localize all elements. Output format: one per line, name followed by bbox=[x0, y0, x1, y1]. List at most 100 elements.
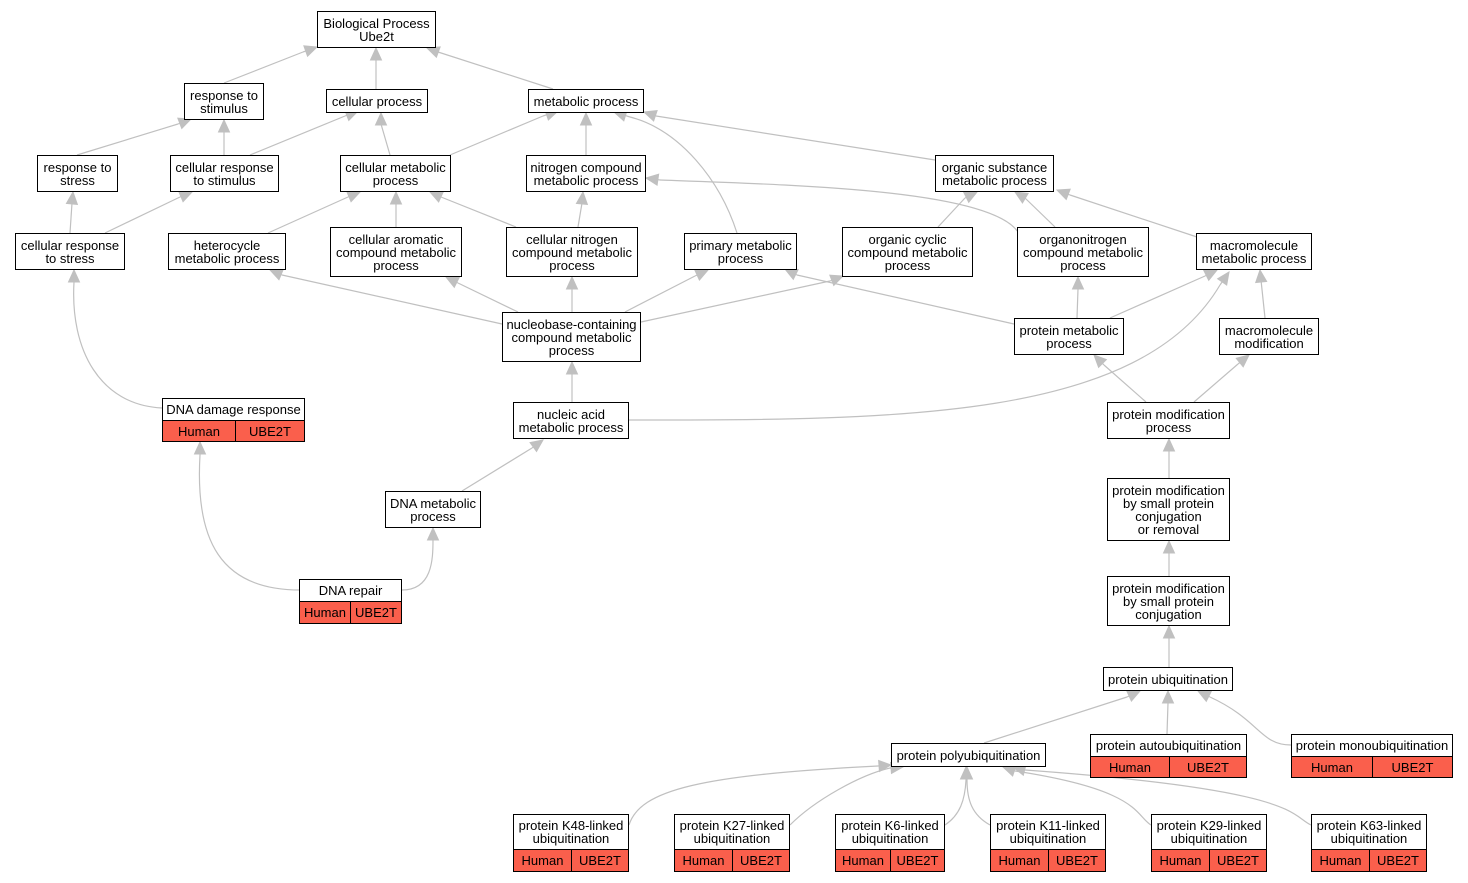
node-organic-cyclic-compound-metabolic-process[interactable]: organic cyclic compound metabolic proces… bbox=[842, 227, 973, 277]
species-cell: Human bbox=[1151, 849, 1210, 872]
gene-cell: UBE2T bbox=[1169, 756, 1247, 778]
edge-line bbox=[267, 196, 349, 234]
node-cellular-nitrogen-compound-metabolic-process[interactable]: cellular nitrogen compound metabolic pro… bbox=[506, 227, 638, 277]
node-biological-process[interactable]: Biological Process Ube2t bbox=[317, 11, 436, 48]
gene-cell: UBE2T bbox=[1372, 756, 1453, 778]
edge-line bbox=[640, 280, 831, 323]
edge-arrowhead bbox=[193, 440, 207, 455]
gene-cell: UBE2T bbox=[571, 849, 629, 872]
edge-line bbox=[944, 779, 967, 826]
edge-arrowhead bbox=[1071, 275, 1085, 290]
node-protein-mod-small-conj[interactable]: protein modification by small protein co… bbox=[1107, 576, 1230, 626]
edge-arrowhead bbox=[1162, 624, 1176, 639]
edge-line bbox=[281, 274, 503, 325]
edge-arrowhead bbox=[579, 111, 593, 126]
node-title-line2: Ube2t bbox=[359, 28, 394, 44]
node-protein-modification-process[interactable]: protein modification process bbox=[1107, 402, 1230, 439]
edge-arrowhead bbox=[644, 173, 660, 186]
node-protein-k48-linked-ubiquitination[interactable]: protein K48-linked ubiquitination Human … bbox=[513, 814, 629, 872]
node-primary-metabolic-process[interactable]: primary metabolic process bbox=[684, 233, 797, 270]
node-response-to-stimulus[interactable]: response to stimulus bbox=[184, 83, 264, 120]
node-label: protein K11-linked ubiquitination bbox=[990, 814, 1106, 850]
node-heterocycle-metabolic-process[interactable]: heterocycle metabolic process bbox=[168, 233, 286, 270]
edge-line bbox=[937, 197, 966, 228]
node-protein-ubiquitination[interactable]: protein ubiquitination bbox=[1103, 667, 1233, 691]
edge-line bbox=[1166, 702, 1169, 735]
node-macromolecule-metabolic-process[interactable]: macromolecule metabolic process bbox=[1196, 233, 1312, 270]
edge-line-segment bbox=[1126, 695, 1130, 698]
edge-line-segment bbox=[542, 114, 547, 117]
edge-line bbox=[983, 696, 1128, 744]
edge-line-segment bbox=[829, 279, 833, 282]
edge-line-segment bbox=[177, 122, 181, 125]
node-protein-autoubiquitination[interactable]: protein autoubiquitination Human UBE2T bbox=[1090, 734, 1247, 778]
species-cell: Human bbox=[299, 601, 351, 624]
edge-line bbox=[223, 51, 304, 84]
edge-line bbox=[1069, 194, 1198, 238]
edge-line bbox=[628, 765, 879, 826]
node-cellular-metabolic-process[interactable]: cellular metabolic process bbox=[340, 155, 451, 192]
edge-arrowhead bbox=[65, 190, 79, 206]
edge-line-segment bbox=[964, 196, 967, 199]
species-cell: Human bbox=[1090, 756, 1170, 778]
edge-line bbox=[1076, 288, 1079, 319]
node-cellular-response-to-stimulus[interactable]: cellular response to stimulus bbox=[170, 155, 279, 192]
node-protein-metabolic-process[interactable]: protein metabolic process bbox=[1014, 318, 1124, 355]
edge-line bbox=[76, 123, 179, 156]
node-protein-mod-small-conj-or-removal[interactable]: protein modification by small protein co… bbox=[1107, 478, 1230, 541]
edge-line bbox=[1193, 363, 1239, 403]
edge-line bbox=[69, 202, 73, 234]
node-dna-damage-response[interactable]: DNA damage response Human UBE2T bbox=[162, 398, 305, 442]
node-organonitrogen-compound-metabolic-process[interactable]: organonitrogen compound metabolic proces… bbox=[1017, 227, 1149, 277]
node-macromolecule-modification[interactable]: macromolecule modification bbox=[1219, 318, 1319, 355]
node-cellular-aromatic-compound-metabolic-process[interactable]: cellular aromatic compound metabolic pro… bbox=[330, 227, 462, 277]
edge-line bbox=[1024, 769, 1312, 826]
node-protein-k6-linked-ubiquitination[interactable]: protein K6-linked ubiquitination Human U… bbox=[835, 814, 945, 872]
edge-line-segment bbox=[1208, 695, 1211, 698]
node-organic-substance-metabolic-process[interactable]: organic substance metabolic process bbox=[935, 155, 1054, 192]
edge-line-segment bbox=[1237, 362, 1241, 365]
edge-line bbox=[457, 282, 519, 313]
edge-arrowhead bbox=[1235, 354, 1250, 368]
edge-line bbox=[966, 779, 991, 826]
edge-line bbox=[437, 51, 554, 90]
node-protein-k11-linked-ubiquitination[interactable]: protein K11-linked ubiquitination Human … bbox=[990, 814, 1106, 872]
edge-arrowhead bbox=[428, 191, 444, 203]
edge-line bbox=[577, 202, 583, 228]
edge-line-segment bbox=[1067, 193, 1071, 196]
node-dna-repair[interactable]: DNA repair Human UBE2T bbox=[299, 579, 402, 624]
node-nitrogen-compound-metabolic-process[interactable]: nitrogen compound metabolic process bbox=[526, 155, 646, 192]
node-title-line1: Biological Process bbox=[323, 15, 430, 31]
node-response-to-stress[interactable]: response to stress bbox=[37, 155, 118, 192]
edge-line bbox=[796, 274, 1015, 325]
edge-line bbox=[655, 115, 936, 161]
node-nucleobase-containing-compound-metabolic-process[interactable]: nucleobase-containing compound metabolic… bbox=[502, 312, 641, 362]
node-protein-monoubiquitination[interactable]: protein monoubiquitination Human UBE2T bbox=[1291, 734, 1453, 778]
node-cellular-process[interactable]: cellular process bbox=[326, 89, 428, 113]
edge-arrowhead bbox=[1013, 191, 1029, 204]
node-dna-metabolic-process[interactable]: DNA metabolic process bbox=[385, 491, 481, 528]
node-label: protein K63-linked ubiquitination bbox=[1311, 814, 1427, 850]
node-metabolic-process[interactable]: metabolic process bbox=[528, 89, 644, 113]
species-cell: Human bbox=[1291, 756, 1373, 778]
node-label: DNA damage response bbox=[162, 398, 305, 421]
edge-line bbox=[629, 116, 738, 234]
edge-arrowhead bbox=[1161, 689, 1175, 704]
edge-arrowhead bbox=[1162, 437, 1176, 452]
gene-cell: UBE2T bbox=[1369, 849, 1427, 872]
edge-line-segment bbox=[625, 115, 631, 118]
gene-cell: UBE2T bbox=[350, 601, 402, 624]
node-protein-k27-linked-ubiquitination[interactable]: protein K27-linked ubiquitination Human … bbox=[674, 814, 790, 872]
gene-cell: UBE2T bbox=[732, 849, 790, 872]
edge-line-segment bbox=[344, 114, 348, 117]
node-protein-k63-linked-ubiquitination[interactable]: protein K63-linked ubiquitination Human … bbox=[1311, 814, 1427, 872]
edge-arrowhead bbox=[1162, 539, 1176, 554]
node-nucleic-acid-metabolic-process[interactable]: nucleic acid metabolic process bbox=[513, 402, 629, 439]
node-protein-polyubiquitination[interactable]: protein polyubiquitination bbox=[891, 743, 1046, 767]
edge-arrowhead bbox=[1216, 271, 1230, 286]
node-protein-k29-linked-ubiquitination[interactable]: protein K29-linked ubiquitination Human … bbox=[1151, 814, 1267, 872]
species-cell: Human bbox=[674, 849, 733, 872]
edge-line bbox=[624, 275, 696, 313]
node-cellular-response-to-stress[interactable]: cellular response to stress bbox=[15, 233, 125, 270]
node-label: protein autoubiquitination bbox=[1090, 734, 1247, 757]
